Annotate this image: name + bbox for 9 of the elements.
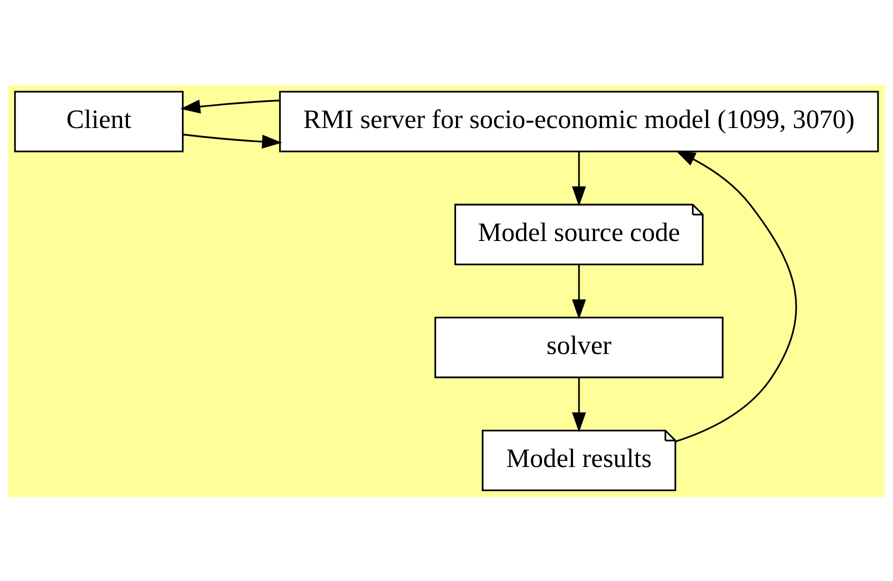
node-box: solver <box>434 316 724 378</box>
node-box: RMI server for socio-economic model (1099, 3070) <box>279 90 879 152</box>
arrow <box>180 99 280 114</box>
node-box: Client <box>14 90 184 152</box>
arrow <box>675 150 797 442</box>
arrow <box>182 133 282 148</box>
arrow <box>572 264 586 319</box>
arrow <box>572 377 586 432</box>
arrow <box>572 152 586 206</box>
